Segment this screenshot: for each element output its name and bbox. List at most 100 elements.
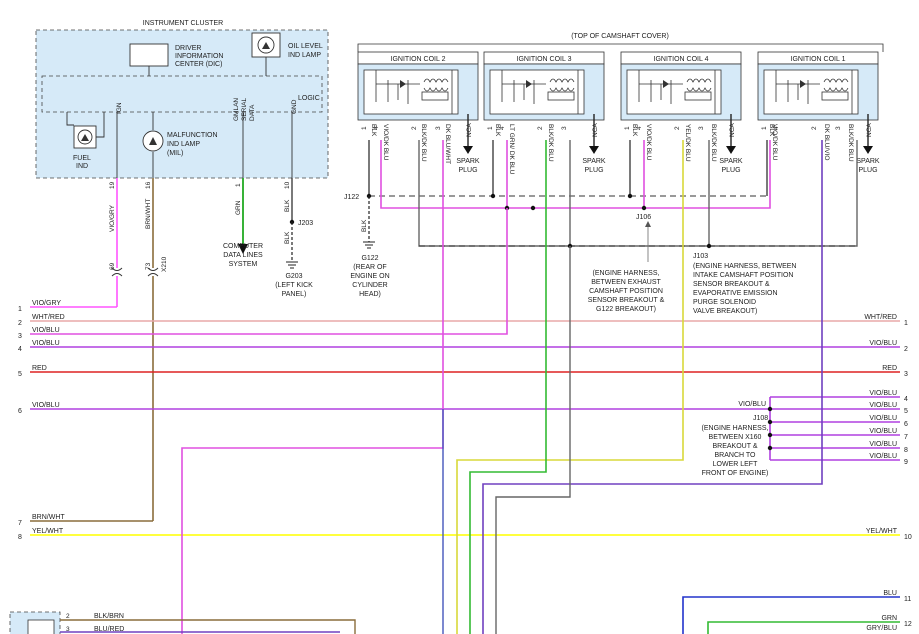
left-bus-label: WHT/RED [32,314,65,321]
right-bus-label: VIO/BLU [869,415,897,422]
mil-label-2: IND LAMP [167,141,200,148]
brn-wht-wire-label: BRN/WHT [145,199,152,229]
bus-labels: 1VIO/GRY2WHT/RED3VIO/BLU4VIO/BLU5RED6VIO… [18,300,912,632]
diode-icon [800,80,806,88]
left-bus-label: YEL/WHT [32,528,64,535]
coil-pin-number: 3 [698,126,705,130]
coil-wire-label: BLK [370,124,377,137]
left-bus-label: VIO/BLU [32,327,60,334]
left-bus-label: VIO/GRY [32,300,61,307]
right-bus-label: VIO/BLU [869,441,897,448]
bottom-label-blu-red: BLU/RED [94,626,124,633]
x210-label: X210 [161,256,168,272]
diode-icon [526,80,532,88]
oil-label-2: IND LAMP [288,52,321,59]
coil-pin-number: 1 [361,126,368,130]
coil-winding-icon [821,91,849,101]
j108-note-2: BETWEEN X160 [709,434,762,441]
left-bus-number: 6 [18,408,22,415]
spark-plug-label-1: SPARK [582,158,606,165]
bottom-label-blk-brn: BLK/BRN [94,613,124,620]
coil-wire-label: VIO/DK BLU [645,124,652,161]
j108-note-3: BREAKOUT & [713,443,758,450]
j108-note-1: (ENGINE HARNESS, [702,425,769,432]
j106-note-1: (ENGINE HARNESS, [593,270,660,277]
coil-wire-label: BLK/DK BLU [710,124,717,162]
dic-label-2: INFORMATION [175,53,223,60]
fuel-label-1: FUEL [73,155,91,162]
instrument-cluster: INSTRUMENT CLUSTER LOGIC DRIVER INFORMAT… [35,20,329,189]
coil-wire-label: VIO/DK BLU [771,124,778,161]
right-bus-label: YEL/WHT [866,528,898,535]
j106-label: J106 [636,214,651,221]
j122-label: J122 [344,194,359,201]
dic-label-3: CENTER (DIC) [175,61,222,68]
j106-note-2: BETWEEN EXHAUST [591,279,661,286]
left-bus-number: 3 [18,333,22,340]
j108-note-6: FRONT OF ENGINE) [702,470,769,477]
left-bus-number: 8 [18,534,22,541]
nca-label: NCA [466,123,473,137]
right-bus-label: GRY/BLU [866,625,897,632]
coil-winding-icon [547,91,575,101]
g203-label-3: PANEL) [282,291,307,298]
spark-plug-label-2: PLUG [584,167,603,174]
right-bus-number: 8 [904,447,908,454]
coil-pin-number: 4 [373,126,380,130]
coil-pin-number: 2 [674,126,681,130]
coil-wire-label: BLK/DK BLU [847,124,854,162]
coil-pin-number: 4 [499,126,506,130]
right-bus-number: 1 [904,320,908,327]
camcover-title: (TOP OF CAMSHAFT COVER) [571,33,669,40]
x210-pin-73: 73 [145,262,152,270]
coil-title: IGNITION COIL 3 [517,56,572,63]
spark-plug-label-1: SPARK [456,158,480,165]
coil-pin-number: 4 [636,126,643,130]
coil-wire-label: LT GRN/ DK BLU [508,124,515,175]
right-bus-label: GRN [881,615,897,622]
right-bus-number: 10 [904,534,912,541]
coil-wire-label: DK BLU/WHT [444,124,451,164]
j103-note-2: INTAKE CAMSHAFT POSITION [693,272,793,279]
spark-plug-label-2: PLUG [458,167,477,174]
left-bus-label: VIO/BLU [32,402,60,409]
coil-pin-number: 3 [561,126,568,130]
coil-pin-number: 1 [487,126,494,130]
gmlan-label-3: DATA [249,104,256,121]
j103-note-5: PURGE SOLENOID [693,299,756,306]
g203-label-1: G203 [285,273,302,280]
j106-note-5: G122 BREAKOUT) [596,306,656,313]
coil-winding-icon [421,91,449,101]
nca-label: NCA [729,123,736,137]
spark-plug-label-1: SPARK [856,158,880,165]
left-bus-number: 4 [18,346,22,353]
right-bus-number: 4 [904,396,908,403]
j108-label: J108 [753,415,768,422]
coil-pin-number: 3 [435,126,442,130]
g122-label-1: G122 [361,255,378,262]
cluster-title: INSTRUMENT CLUSTER [143,20,223,27]
left-bus-number: 1 [18,306,22,313]
cdls-label-2: DATA LINES [223,252,263,259]
oil-label-1: OIL LEVEL [288,43,323,50]
j108-vio-label: VIO/BLU [738,401,766,408]
fuel-label-2: IND [76,163,88,170]
left-bus-label: VIO/BLU [32,340,60,347]
coil-wire-label: BLK [631,124,638,137]
right-bus-number: 2 [904,346,908,353]
coil-wire-label: BLK/DK BLU [420,124,427,162]
left-bus-number: 5 [18,371,22,378]
coil-wire-label: BLK [768,124,775,137]
j106-note-4: SENSOR BREAKOUT & [588,297,665,304]
coil-title: IGNITION COIL 1 [791,56,846,63]
bottom-pin-3: 3 [66,626,70,633]
coil-title: IGNITION COIL 2 [391,56,446,63]
right-bus-label: VIO/BLU [869,340,897,347]
g122-label-4: CYLINDER [352,282,387,289]
right-bus-number: 7 [904,434,908,441]
coil-wire-label: DK BLU/VIO [823,124,830,160]
